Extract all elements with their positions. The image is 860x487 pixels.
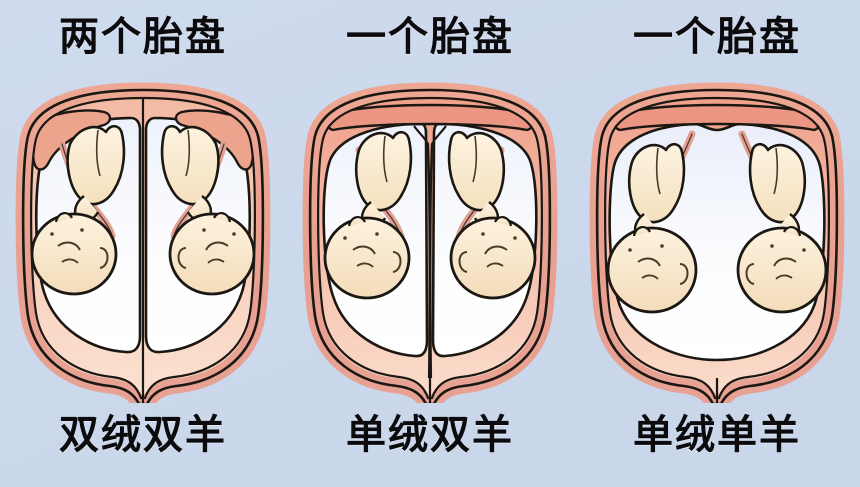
fetus-right-crown (494, 216, 513, 227)
fetus-left-eye (343, 236, 347, 240)
fetus-right-body (748, 142, 806, 224)
panel-top-label: 一个胎盘 (346, 14, 514, 60)
panel-bottom-label: 双绒双羊 (59, 412, 227, 458)
fetus-right-mouth (207, 258, 225, 264)
panel-monochorionic-diamniotic: 一个胎盘 (287, 0, 573, 487)
fetus-left-head (323, 216, 411, 300)
fetus-left-mouth (356, 262, 374, 268)
fetus-left-body (355, 130, 413, 212)
fetus-right-eye-2 (481, 232, 485, 236)
fetus-left-ear (99, 247, 109, 269)
fetus-right-ear (177, 247, 187, 269)
fetus-right-eye (513, 236, 517, 240)
fetus-right-eye (802, 248, 806, 252)
fetus-left-body-crease (95, 129, 101, 177)
fetus-left-eye-2 (660, 244, 664, 248)
fetus-right-eye-2 (770, 244, 774, 248)
fetus-right-body-crease (773, 147, 779, 195)
uterus-illustration-dichorionic-diamniotic (0, 78, 286, 403)
fetus-left-body (66, 124, 126, 206)
fetus-right-nose (205, 241, 229, 251)
panel-top-label: 两个胎盘 (59, 14, 227, 60)
uterus-illustration-monochorionic-diamniotic (287, 78, 573, 403)
fetus-left-ear (392, 251, 402, 273)
fetus-right-ear (458, 251, 468, 273)
fetus-right-mouth (486, 262, 504, 268)
fetus-left-nose (57, 241, 81, 251)
fetus-left-mouth (641, 274, 659, 280)
panel-dichorionic-diamniotic: 两个胎盘 (0, 0, 286, 487)
fetus-right-head (449, 216, 537, 300)
panel-top-label: 一个胎盘 (633, 14, 801, 60)
uterus-wall-outline-outer (308, 88, 552, 403)
fetus-left-crown (347, 216, 366, 227)
fetus-left-head (606, 226, 698, 314)
fetus-left-nose (352, 245, 376, 255)
fetus-right-body-crease (185, 129, 191, 177)
fetus-left-eye-2 (375, 232, 379, 236)
fetus-right-crown (213, 212, 232, 223)
dividing-membrane-thin-right (429, 125, 447, 379)
uterus-wall-outline-outer (21, 88, 265, 403)
fetus-left-eye-2 (80, 228, 84, 232)
fetus-left-body-crease (655, 147, 661, 195)
fetus-right-crown (783, 226, 802, 237)
fetus-left-crown (54, 212, 73, 223)
fetus-right-body (160, 124, 220, 206)
panel-bottom-label: 单绒双羊 (346, 412, 514, 458)
fetus-right-nose (773, 257, 797, 267)
fetus-right-nose (484, 245, 508, 255)
fetus-left-eye (50, 232, 54, 236)
fetus-left-body (628, 142, 686, 224)
placenta-shared (325, 103, 535, 132)
fetus-right-head (736, 226, 828, 314)
uterus-illustration-monochorionic-monoamniotic (574, 78, 860, 403)
fetus-left-eye (628, 248, 632, 252)
fetus-right-eye (232, 232, 236, 236)
placenta-shared (612, 103, 822, 132)
fetus-left-body-crease (382, 135, 388, 183)
fetus-left-head (30, 212, 118, 296)
uterus-wall-outline-outer (595, 88, 839, 403)
fetus-left-crown (632, 226, 651, 237)
fetus-left-mouth (61, 258, 79, 264)
fetus-right-body-crease (472, 135, 478, 183)
fetus-right-eye-2 (202, 228, 206, 232)
fetus-right-mouth (775, 274, 793, 280)
panel-bottom-label: 单绒单羊 (633, 412, 801, 458)
fetus-left-nose (637, 257, 661, 267)
fetus-right-ear (745, 263, 755, 285)
fetus-right-head (168, 212, 256, 296)
fetus-right-body (447, 130, 505, 212)
fetus-left-ear (679, 263, 689, 285)
panel-monochorionic-monoamniotic: 一个胎盘 (574, 0, 860, 487)
